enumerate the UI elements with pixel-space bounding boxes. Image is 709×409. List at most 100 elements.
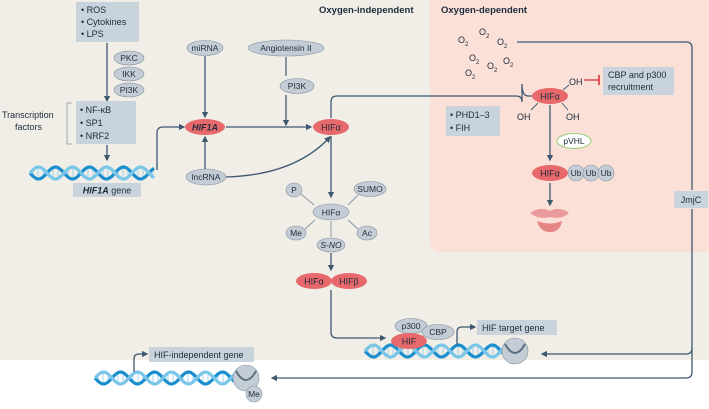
hif-alpha-hydroxylated: HIFα [532, 88, 568, 104]
svg-text:Ub: Ub [571, 168, 582, 178]
proteasome-icon [530, 208, 569, 232]
dna-strand [28, 165, 155, 181]
svg-text:HIFα: HIFα [540, 92, 560, 102]
svg-text:CBP: CBP [429, 327, 447, 337]
nucleosome-independent [232, 364, 260, 392]
svg-text:HIF target gene: HIF target gene [482, 323, 545, 333]
hydroxyl-label: OH [566, 112, 580, 122]
bullet-icon: • [81, 17, 84, 27]
hif-beta-dimer: HIFβ [331, 273, 367, 289]
nucleosome-target [501, 337, 529, 365]
svg-text:S-NO: S-NO [320, 240, 342, 250]
hif-target-gene-label: HIF target gene [477, 320, 557, 335]
bullet-icon: • [80, 131, 83, 141]
svg-text:IKK: IKK [122, 69, 136, 79]
dna-strand [28, 165, 155, 181]
pi3k-pill: PI3K [279, 78, 315, 94]
mirna-pill: miRNA [186, 40, 224, 56]
hydroxyl-label: OH [569, 77, 583, 87]
ptm-acetyl: Ac [356, 225, 378, 241]
oxygen-molecule: O2 [497, 37, 508, 50]
svg-text:PI3K: PI3K [288, 81, 307, 91]
cbp-p300-recruitment-box: CBP and p300 recruitment [603, 67, 674, 95]
dna-strand [363, 343, 510, 359]
hif-alpha-protein: HIFα [313, 119, 349, 135]
hif-complex: HIF [391, 333, 427, 349]
hif-independent-gene-label: HIF-independent gene [149, 347, 254, 362]
oxygen-molecule: O2 [503, 56, 514, 69]
svg-text:HIFα: HIFα [321, 123, 341, 133]
lncrna-protein-arrow [225, 136, 331, 178]
methyl-mark: Me [245, 385, 263, 403]
oh-bond [561, 102, 569, 111]
hydroxyl-label: OH [517, 112, 531, 122]
svg-text:Ac: Ac [362, 228, 373, 238]
stimulus-item: • ROS [81, 5, 106, 15]
transcription-arrow [156, 123, 186, 170]
ubiquitin-3: Ub [597, 164, 615, 182]
svg-text:p300: p300 [402, 321, 421, 331]
hif1a-dna-helix [28, 165, 155, 181]
cbp-pill: CBP [421, 324, 455, 340]
svg-text:PKC: PKC [120, 53, 137, 63]
oxygen-molecule: O2 [458, 35, 469, 48]
transcription-factors-label: factors [15, 122, 43, 132]
oxygen-dependent-panel [430, 0, 709, 252]
transcription-factors-box: • NF-κB • SP1 • NRF2 [76, 101, 136, 144]
svg-text:HIFα: HIFα [322, 208, 341, 218]
svg-text:HIFα: HIFα [540, 169, 560, 179]
ubiquitin-1: Ub [567, 164, 585, 182]
svg-text:P: P [291, 185, 297, 195]
hif-alpha-modified: HIFα [312, 203, 350, 221]
jmjc-box: JmjC [674, 191, 708, 208]
bracket [66, 102, 72, 145]
svg-text:HIF1A: HIF1A [192, 123, 218, 133]
kinase-pill-pkc: PKC [113, 50, 145, 66]
svg-text:HIF1A gene: HIF1A gene [83, 186, 132, 196]
angiotensin-pill: Angiotensin II [247, 39, 325, 57]
svg-text:Me: Me [248, 389, 260, 399]
ptm-link [300, 193, 315, 206]
svg-text:HIF: HIF [402, 337, 417, 347]
kinase-pill-ikk: IKK [113, 66, 145, 82]
bullet-icon: • [80, 118, 83, 128]
oxygen-molecule: O2 [479, 27, 490, 40]
svg-text:recruitment: recruitment [608, 82, 654, 92]
fih-item: • FIH [450, 123, 470, 133]
bullet-icon: • [450, 123, 453, 133]
target-gene-arrow [456, 323, 477, 345]
oxygen-independent-header: Oxygen-independent [319, 5, 414, 16]
hif-alpha-ubiquitinated: HIFα [532, 165, 568, 181]
stimuli-box: • ROS • Cytokines • LPS [76, 2, 139, 42]
pvhl-pill: pVHL [556, 132, 592, 150]
stimulus-item: • Cytokines [81, 17, 127, 27]
svg-text:SUMO: SUMO [357, 184, 383, 194]
tf-item: • NF-κB [80, 105, 111, 115]
lncrna-pill: lncRNA [185, 168, 227, 186]
bullet-icon: • [81, 5, 84, 15]
ptm-link [347, 194, 359, 206]
phd-fih-box: • PHD1–3 • FIH [446, 106, 500, 136]
svg-text:miRNA: miRNA [192, 43, 219, 53]
svg-text:HIF-independent gene: HIF-independent gene [154, 350, 244, 360]
hif-target-dna-helix [363, 343, 510, 359]
oh-bond [562, 84, 570, 91]
svg-text:Ub: Ub [586, 168, 597, 178]
svg-text:PI3K: PI3K [120, 85, 139, 95]
ptm-methyl: Me [285, 225, 307, 241]
svg-text:Ub: Ub [601, 168, 612, 178]
jmjc-independent-arrow [270, 348, 693, 382]
oxygen-pathway-arrow [330, 83, 550, 118]
ptm-phospho: P [285, 182, 303, 198]
oxygen-molecule: O2 [487, 61, 498, 74]
ptm-link [304, 219, 316, 230]
phd-item: • PHD1–3 [450, 110, 490, 120]
svg-text:Angiotensin II: Angiotensin II [260, 43, 312, 53]
ptm-link [347, 219, 359, 230]
hif1a-gene-label: HIF1A gene [73, 183, 141, 197]
tf-item: • NRF2 [80, 131, 109, 141]
tf-item: • SP1 [80, 118, 103, 128]
oxygen-dependent-header: Oxygen-dependent [441, 5, 528, 16]
